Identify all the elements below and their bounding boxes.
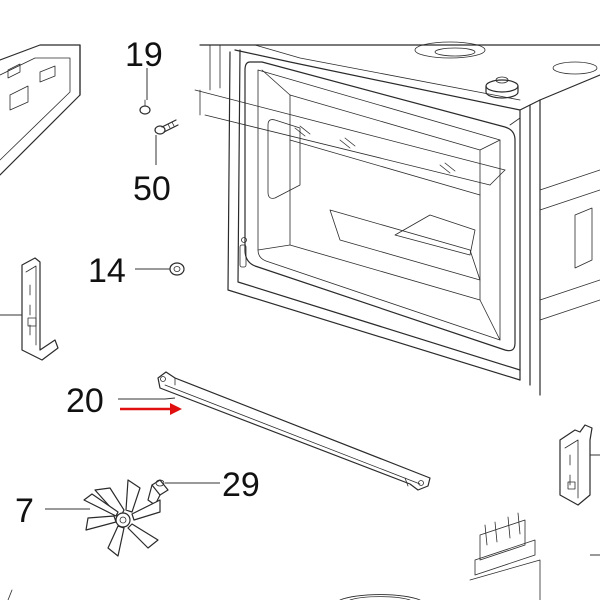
leader-20 [118,397,176,400]
callout-29: 29 [222,466,260,504]
callout-7: 7 [15,492,34,530]
bottom-right-part [469,512,600,600]
oven-cavity [194,41,600,396]
callout-50: 50 [133,170,171,208]
callout-20: 20 [66,382,104,420]
part-19-screw [139,99,151,115]
part-29-pin [147,479,169,506]
left-side-panel [0,44,81,176]
right-mounting-bracket [559,424,600,506]
part-7-fan-wheel [83,479,161,557]
part-50-bolt [154,119,179,135]
bottom-left-fragment [7,589,13,600]
callout-19: 19 [125,36,163,74]
highlight-arrow [120,403,182,415]
part-14-nut [169,262,185,276]
callout-14: 14 [88,252,126,290]
bottom-round-element [339,594,421,600]
part-20-bar [157,371,431,491]
left-mounting-bracket [0,257,59,361]
